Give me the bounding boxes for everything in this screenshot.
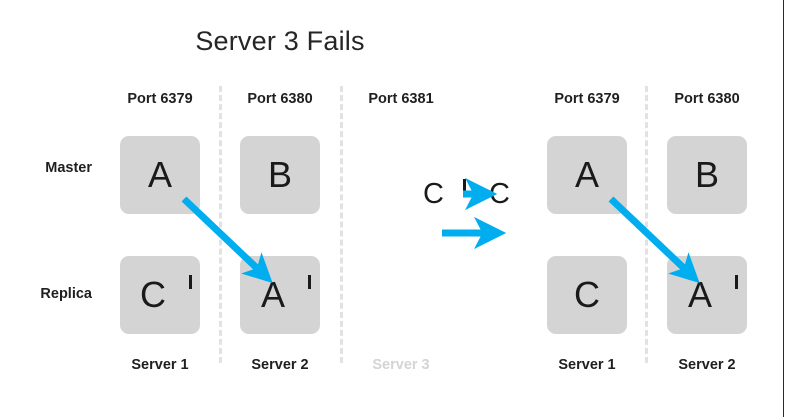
node-letter-c-prime: C xyxy=(140,275,192,313)
legend-source-label: C xyxy=(423,179,466,209)
left-divider-server2-server3 xyxy=(340,86,343,363)
node-letter-b: B xyxy=(694,154,719,195)
left-port-label-6380: Port 6380 xyxy=(247,91,313,107)
left-server-label-2: Server 2 xyxy=(251,357,309,373)
row-label-replica: Replica xyxy=(40,286,92,302)
slide-right-edge-rule xyxy=(783,0,784,417)
left-node-replica-server2: A xyxy=(240,256,320,334)
node-letter-a: A xyxy=(147,154,172,195)
left-node-master-server1: A xyxy=(120,136,200,214)
right-node-replica-server1: C xyxy=(547,256,627,334)
node-letter-b: B xyxy=(267,154,292,195)
node-letter-c: C xyxy=(574,274,600,315)
left-node-replica-server1: C xyxy=(120,256,200,334)
right-port-label-6380: Port 6380 xyxy=(674,91,740,107)
node-letter-a: A xyxy=(574,154,599,195)
node-letter-a-prime: A xyxy=(261,275,311,313)
left-port-label-6381: Port 6381 xyxy=(368,91,434,107)
right-divider-server1-server2 xyxy=(645,86,648,363)
prime-mark-icon xyxy=(462,179,466,191)
right-port-label-6379: Port 6379 xyxy=(554,91,620,107)
prime-mark-icon xyxy=(735,275,738,289)
left-server-label-1: Server 1 xyxy=(131,357,189,373)
prime-mark-icon xyxy=(308,275,311,289)
right-node-master-server2: B xyxy=(667,136,747,214)
prime-mark-icon xyxy=(189,275,192,289)
left-divider-server1-server2 xyxy=(219,86,222,363)
right-server-label-1: Server 1 xyxy=(558,357,616,373)
left-port-label-6379: Port 6379 xyxy=(127,91,193,107)
right-server-label-2: Server 2 xyxy=(678,357,736,373)
right-node-replica-server2: A xyxy=(667,256,747,334)
page-title: Server 3 Fails xyxy=(195,26,365,56)
left-node-master-server2: B xyxy=(240,136,320,214)
node-letter-a-prime: A xyxy=(688,275,738,313)
legend-target-label: C xyxy=(489,178,510,210)
row-label-master: Master xyxy=(45,160,92,176)
left-server-label-3-failed: Server 3 xyxy=(372,357,430,373)
right-node-master-server1: A xyxy=(547,136,627,214)
